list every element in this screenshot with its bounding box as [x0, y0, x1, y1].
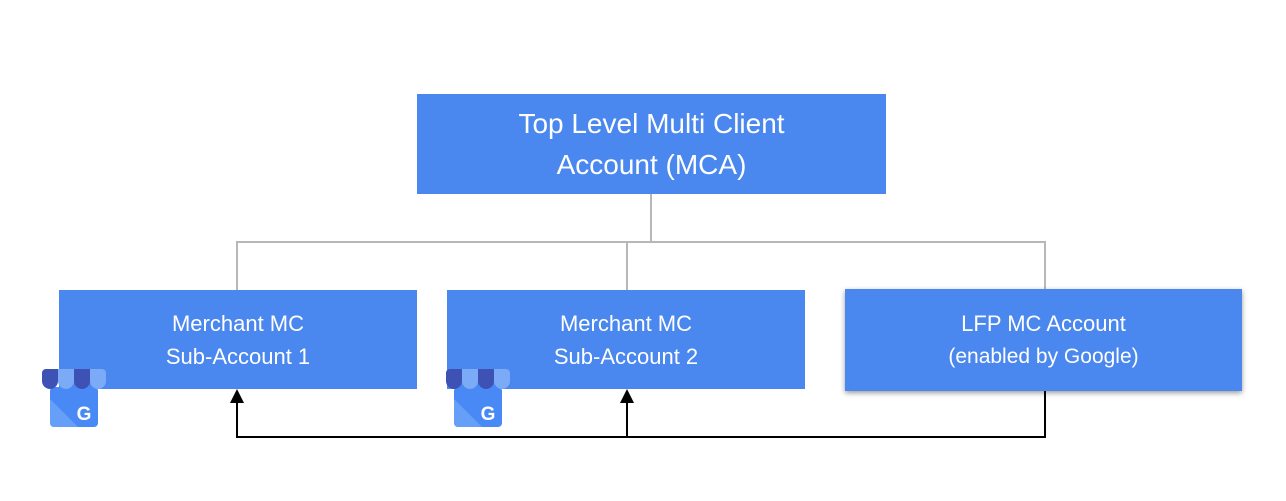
node-top-mca: Top Level Multi Client Account (MCA) [417, 94, 886, 194]
storefront-icon-svg: G [42, 369, 106, 427]
connector-drop-sub1 [236, 241, 238, 290]
node-sub2-line2: Sub-Account 2 [553, 343, 699, 369]
node-top-mca-line2: Account (MCA) [556, 149, 747, 180]
connector-drop-sub2 [626, 241, 628, 290]
connector-horizontal-rail [236, 241, 1046, 243]
storefront-icon-svg: G [446, 369, 510, 427]
arrow-up-icon-sub2 [620, 389, 634, 403]
gmb-g-letter: G [481, 404, 496, 425]
gmb-g-letter: G [77, 404, 92, 425]
connector-black-rail [236, 436, 1046, 438]
node-lfp-mc-account: LFP MC Account (enabled by Google) [845, 289, 1242, 391]
connector-arrow-stem-sub1 [236, 401, 238, 436]
node-merchant-sub-account-1: Merchant MC Sub-Account 1 [59, 290, 417, 389]
arrow-up-icon-sub1 [230, 389, 244, 403]
connector-top-stem [650, 194, 652, 242]
google-my-business-icon: G [446, 369, 510, 429]
google-my-business-icon: G [42, 369, 106, 429]
connector-lfp-down [1044, 391, 1046, 437]
node-lfp-line2: (enabled by Google) [948, 345, 1139, 368]
node-lfp-line1: LFP MC Account [961, 311, 1126, 336]
node-sub1-line1: Merchant MC [171, 310, 305, 336]
node-sub1-line2: Sub-Account 1 [165, 343, 311, 369]
node-top-mca-line1: Top Level Multi Client [518, 108, 785, 139]
connector-drop-lfp [1044, 241, 1046, 289]
node-sub2-line1: Merchant MC [559, 310, 693, 336]
connector-arrow-stem-sub2 [626, 401, 628, 436]
